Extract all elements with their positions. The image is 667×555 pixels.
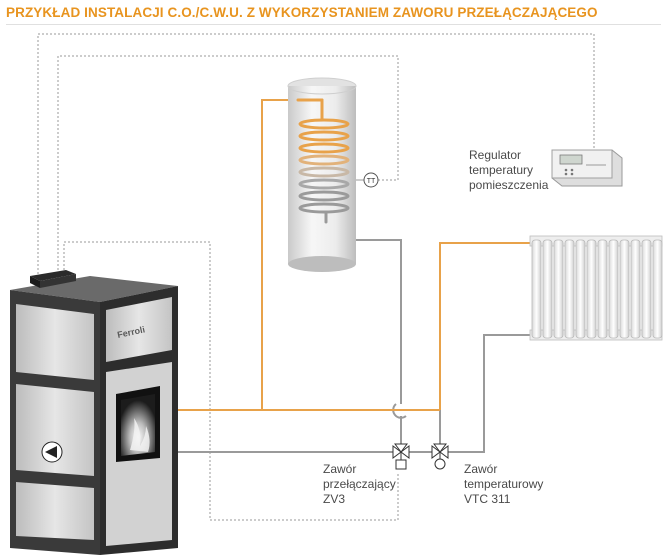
return-pipe-radiator — [447, 334, 530, 453]
thermostatic-valve-icon — [431, 443, 449, 470]
label-thermostatic-valve: Zawór temperaturowy VTC 311 — [464, 462, 543, 507]
pipe-crossover — [392, 403, 407, 419]
label-line: Zawór — [464, 462, 498, 476]
valve-icon — [392, 443, 410, 470]
label-line: przełączający — [323, 477, 396, 491]
label-line: Zawór — [323, 462, 357, 476]
signal-line-valve — [63, 241, 399, 521]
label-line: temperatury — [469, 163, 534, 177]
page-title: PRZYKŁAD INSTALACJI C.O./C.W.U. Z WYKORZ… — [6, 5, 598, 20]
label-line: VTC 311 — [464, 492, 511, 506]
sensor-label: TT — [367, 178, 376, 185]
supply-pipes — [178, 99, 530, 411]
title-divider — [6, 24, 661, 25]
label-line: ZV3 — [323, 492, 346, 506]
label-switch-valve: Zawór przełączający ZV3 — [323, 462, 396, 507]
supply-pipe-radiator — [439, 242, 530, 410]
label-room-regulator: Regulator temperatury pomieszczenia — [469, 148, 548, 193]
label-line: Regulator — [469, 148, 522, 162]
signal-lines — [37, 33, 595, 521]
boiler: Ferroli — [10, 270, 178, 555]
sensor-icon: TT — [356, 172, 379, 188]
supply-pipe-tank — [261, 99, 296, 410]
signal-line-sensor — [57, 55, 399, 274]
label-line: pomieszczenia — [469, 178, 549, 192]
signal-line-outer — [37, 33, 595, 274]
water-heater-icon — [287, 77, 357, 272]
pump-icon — [41, 441, 63, 463]
thermostat-icon — [551, 149, 623, 187]
radiator-icon — [529, 235, 663, 341]
label-line: temperaturowy — [464, 477, 544, 491]
